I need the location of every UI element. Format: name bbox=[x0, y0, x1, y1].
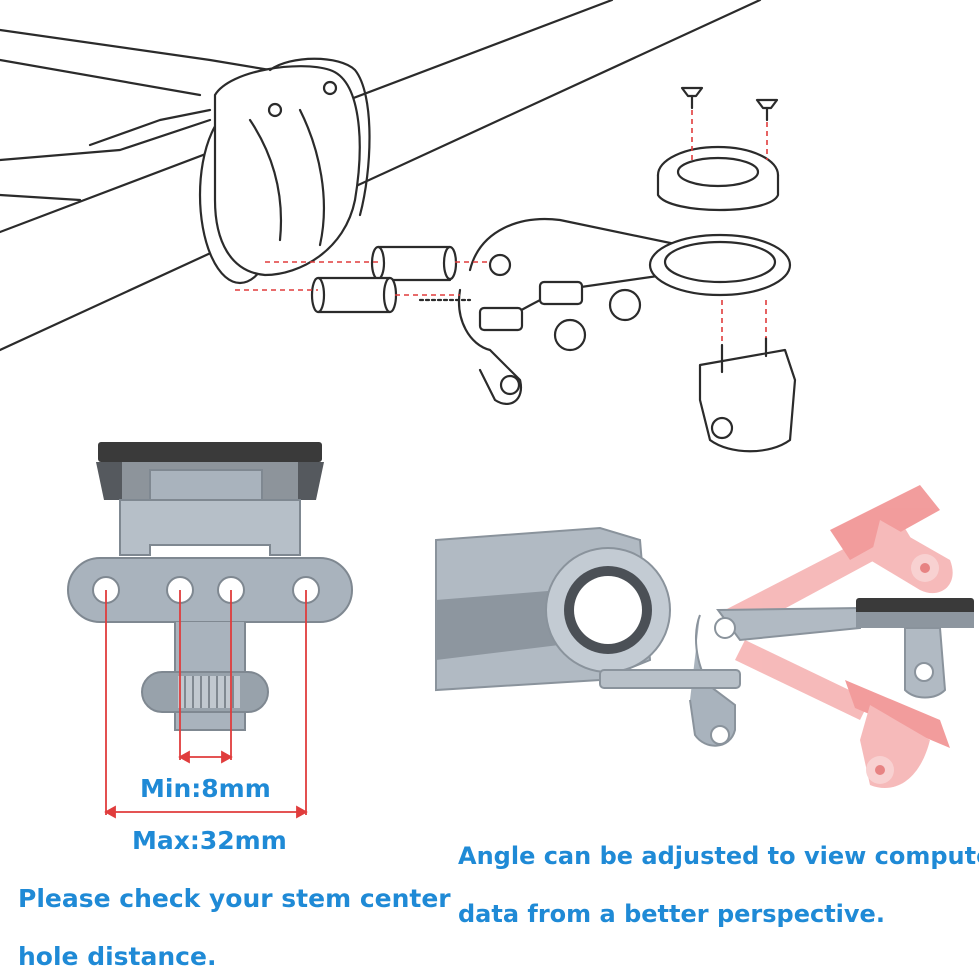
angle-note-line2: data from a better perspective. bbox=[458, 900, 885, 928]
adjusted-arm-down-ghost bbox=[735, 640, 950, 788]
angle-note-line1: Angle can be adjusted to view computer bbox=[458, 842, 979, 870]
assembly-guide-lines bbox=[235, 110, 768, 345]
side-view-angle bbox=[435, 485, 974, 788]
mount-bolts bbox=[418, 280, 642, 352]
top-screws bbox=[680, 86, 779, 122]
min-distance-label: Min:8mm bbox=[140, 774, 271, 803]
mount-arm-side bbox=[716, 606, 861, 642]
computer-face-top bbox=[98, 442, 322, 462]
dimension-lines bbox=[104, 590, 308, 819]
computer-side bbox=[856, 598, 974, 616]
stem-body bbox=[0, 28, 272, 202]
computer-cradle bbox=[648, 233, 792, 297]
spacer-tubes bbox=[310, 245, 458, 314]
exploded-assembly-drawing bbox=[0, 0, 797, 453]
stem-note-line1: Please check your stem center bbox=[18, 884, 451, 913]
stem-note-line2: hole distance. bbox=[18, 942, 217, 971]
gopro-adapter bbox=[698, 348, 797, 453]
handlebar-tube bbox=[0, 0, 762, 352]
stem-clamp bbox=[213, 65, 361, 277]
adjusted-arm-up-ghost bbox=[725, 485, 953, 630]
front-view-mount bbox=[67, 442, 353, 731]
max-distance-label: Max:32mm bbox=[132, 826, 287, 855]
